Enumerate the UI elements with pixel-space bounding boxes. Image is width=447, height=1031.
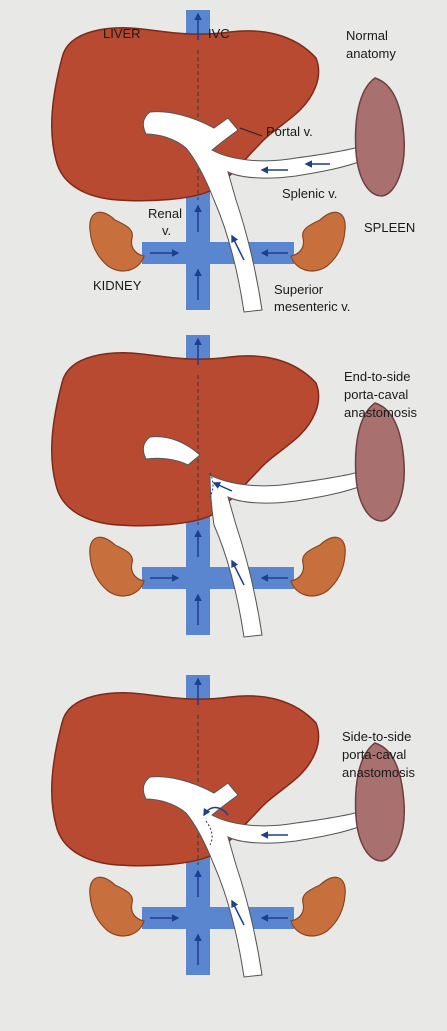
panel-title-end-to-side-line2: porta-caval — [344, 387, 408, 402]
kidney-left — [90, 212, 144, 271]
label-renal-1: Renal — [148, 206, 182, 221]
label-spleen: SPLEEN — [364, 220, 415, 235]
panel-title-end-to-side-line3: anastomosis — [344, 405, 417, 420]
panel-normal: LIVER IVC Normal anatomy Portal v. Splen… — [52, 10, 416, 314]
label-ivc: IVC — [208, 26, 230, 41]
kidney-right — [291, 877, 345, 936]
kidney-right — [291, 537, 345, 596]
label-splenic-vein: Splenic v. — [282, 186, 337, 201]
label-renal-2: v. — [162, 223, 171, 238]
label-superior-1: Superior — [274, 282, 324, 297]
panel-title-end-to-side-line1: End-to-side — [344, 369, 410, 384]
label-kidney: KIDNEY — [93, 278, 142, 293]
panel-end-to-side: End-to-side porta-caval anastomosis — [52, 335, 418, 637]
panel-title-normal-line2: anatomy — [346, 46, 396, 61]
spleen-shape — [356, 403, 405, 521]
label-superior-2: mesenteric v. — [274, 299, 350, 314]
panel-title-side-to-side-line2: porta-caval — [342, 747, 406, 762]
spleen-shape — [356, 78, 405, 196]
kidney-left — [90, 877, 144, 936]
kidney-right — [291, 212, 345, 271]
kidney-left — [90, 537, 144, 596]
panel-side-to-side: Side-to-side porta-caval anastomosis — [52, 675, 416, 977]
panel-title-side-to-side-line1: Side-to-side — [342, 729, 411, 744]
label-portal-vein: Portal v. — [266, 124, 313, 139]
panel-title-normal-line1: Normal — [346, 28, 388, 43]
label-liver: LIVER — [103, 26, 141, 41]
panel-title-side-to-side-line3: anastomosis — [342, 765, 415, 780]
